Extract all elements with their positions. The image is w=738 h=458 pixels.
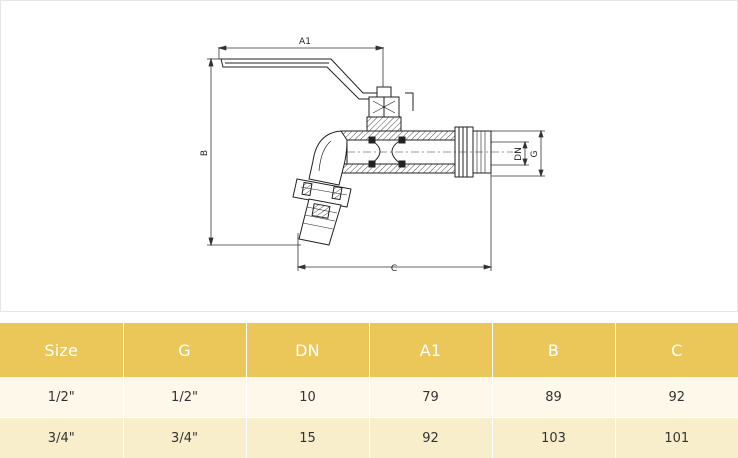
faucet-drawing-svg: A1 B C xyxy=(1,1,738,313)
technical-drawing: A1 B C xyxy=(0,0,738,312)
cell-b: 89 xyxy=(492,377,615,418)
label-g: G xyxy=(530,150,540,157)
label-c: C xyxy=(391,264,397,274)
dimension-a1 xyxy=(219,46,383,93)
label-b: B xyxy=(200,150,210,156)
header-b: B xyxy=(492,323,615,377)
cell-a1: 79 xyxy=(369,377,492,418)
label-dn: DN xyxy=(514,147,524,161)
cell-c: 101 xyxy=(615,418,738,458)
header-a1: A1 xyxy=(369,323,492,377)
cell-g: 1/2" xyxy=(123,377,246,418)
table-row: 3/4" 3/4" 15 92 103 101 xyxy=(0,418,738,458)
cell-size: 1/2" xyxy=(0,377,123,418)
table-row: 1/2" 1/2" 10 79 89 92 xyxy=(0,377,738,418)
cell-dn: 10 xyxy=(246,377,369,418)
cell-c: 92 xyxy=(615,377,738,418)
spec-table: Size G DN A1 B C 1/2" 1/2" 10 79 89 92 3… xyxy=(0,323,738,458)
label-a1: A1 xyxy=(299,37,311,47)
table-header-row: Size G DN A1 B C xyxy=(0,323,738,377)
header-size: Size xyxy=(0,323,123,377)
cell-b: 103 xyxy=(492,418,615,458)
cell-g: 3/4" xyxy=(123,418,246,458)
header-dn: DN xyxy=(246,323,369,377)
dimension-b xyxy=(207,59,301,245)
cell-dn: 15 xyxy=(246,418,369,458)
header-g: G xyxy=(123,323,246,377)
cell-a1: 92 xyxy=(369,418,492,458)
header-c: C xyxy=(615,323,738,377)
cell-size: 3/4" xyxy=(0,418,123,458)
spout xyxy=(293,131,351,245)
lever-handle xyxy=(221,59,383,99)
